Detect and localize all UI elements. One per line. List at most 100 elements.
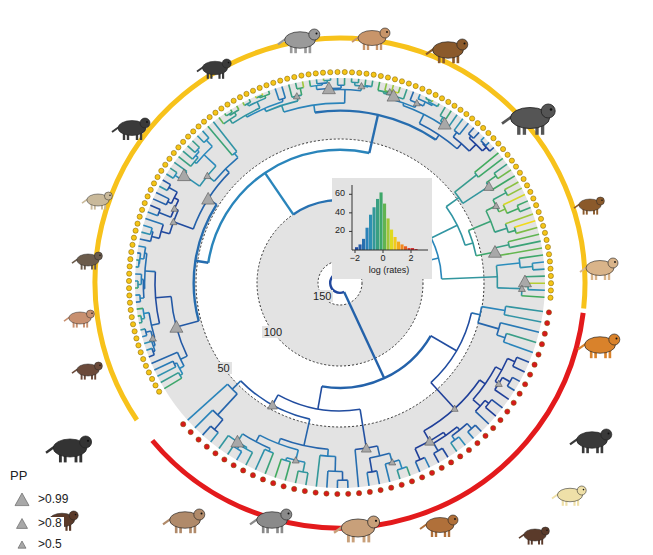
- branch: [514, 221, 535, 228]
- animal-silhouette: [334, 516, 380, 542]
- branch: [495, 228, 507, 232]
- branch: [275, 89, 279, 100]
- branch: [265, 173, 293, 215]
- branch: [151, 323, 159, 325]
- animal-head: [608, 258, 618, 268]
- animal-eye: [75, 514, 77, 516]
- tip-dot: [159, 168, 164, 173]
- branch: [431, 383, 455, 409]
- branch: [399, 460, 402, 468]
- pp-marker: [493, 202, 500, 208]
- axis-label: 2: [406, 254, 415, 264]
- animal-head: [94, 362, 102, 370]
- branch: [135, 280, 138, 282]
- branch: [247, 104, 248, 106]
- tip-dot: [536, 209, 541, 214]
- tip-dot: [271, 80, 276, 85]
- branch-arc: [170, 210, 179, 234]
- branch: [285, 458, 287, 461]
- branch: [436, 135, 439, 140]
- branch: [234, 112, 236, 115]
- branch: [342, 471, 344, 480]
- tip-dot: [335, 491, 340, 496]
- animal-silhouette: [64, 310, 94, 328]
- branch: [500, 323, 539, 333]
- branch: [344, 292, 384, 378]
- animal-eye: [608, 432, 610, 434]
- tip-dot: [367, 489, 372, 494]
- animal-silhouette: [278, 29, 320, 53]
- animal-eye: [616, 337, 618, 339]
- tip-dot: [464, 111, 469, 116]
- branch: [418, 94, 420, 99]
- branch: [397, 470, 400, 479]
- branch: [306, 473, 308, 485]
- branch: [195, 261, 208, 263]
- tip-dot: [167, 156, 172, 161]
- branch: [138, 315, 141, 317]
- animal-eye: [109, 194, 110, 195]
- tip-dot: [505, 152, 510, 157]
- branch-arc: [179, 373, 182, 379]
- branch: [295, 471, 298, 483]
- branch: [355, 449, 358, 487]
- histogram-bar: [380, 192, 383, 250]
- branch-arc: [226, 112, 232, 116]
- branch: [469, 144, 476, 151]
- tip-dot: [498, 417, 503, 422]
- branch: [303, 462, 305, 472]
- tip-dot: [517, 391, 522, 396]
- branch: [230, 119, 233, 123]
- branch: [302, 81, 303, 87]
- x-tick: [355, 250, 356, 253]
- branch: [478, 323, 499, 329]
- branch: [499, 209, 505, 212]
- branch: [507, 386, 514, 390]
- histogram-bar: [359, 244, 362, 250]
- branch: [383, 92, 385, 94]
- tip-dot: [483, 433, 488, 438]
- branch-arc: [244, 102, 250, 105]
- legend-markers: [15, 493, 29, 548]
- branch: [204, 155, 216, 166]
- tip-dot: [126, 286, 131, 291]
- branch: [506, 306, 543, 311]
- histogram-bar: [373, 207, 376, 250]
- tip-dot: [134, 336, 139, 341]
- tip-dot: [392, 77, 397, 82]
- tip-dot: [528, 189, 533, 194]
- branch: [316, 86, 318, 90]
- tip-dot: [513, 164, 518, 169]
- tip-dot: [146, 370, 151, 375]
- branch-arc: [486, 400, 492, 408]
- branch: [141, 318, 144, 320]
- tip-dot: [201, 119, 206, 124]
- animal-head: [281, 509, 292, 520]
- branch: [451, 443, 457, 452]
- branch: [503, 377, 510, 381]
- branch: [296, 83, 297, 89]
- branch-arc: [403, 106, 444, 126]
- animal-eye: [614, 261, 616, 263]
- tip-dot: [342, 69, 347, 74]
- animal-head: [541, 104, 555, 118]
- branch: [481, 137, 484, 140]
- branch: [486, 142, 489, 145]
- branch: [330, 78, 332, 80]
- animal-silhouette: [580, 258, 618, 280]
- branch: [219, 118, 224, 124]
- branch: [188, 146, 195, 153]
- branch: [506, 333, 536, 342]
- axis-label: 50: [215, 362, 231, 374]
- branch: [437, 104, 439, 107]
- branch: [498, 170, 511, 179]
- branch: [509, 241, 540, 248]
- branch: [467, 424, 472, 429]
- time-bands: [135, 78, 545, 488]
- tip-dot: [429, 470, 434, 475]
- branch: [522, 296, 545, 298]
- animal-silhouette: [502, 104, 555, 135]
- band-mid: [196, 139, 484, 427]
